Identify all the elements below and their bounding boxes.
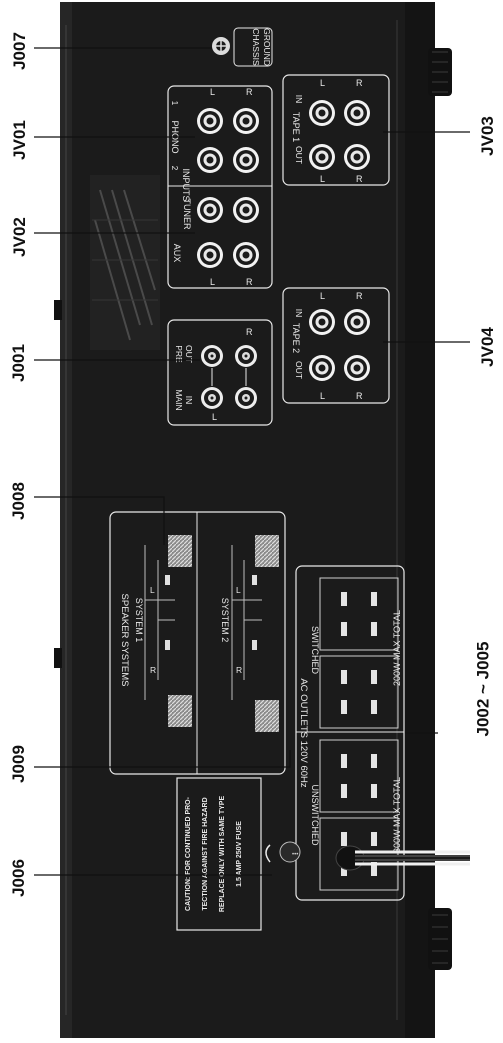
tape2-panel: [282, 287, 390, 404]
phono2-l-jack[interactable]: [197, 147, 223, 173]
svg-text:•••: •••: [292, 852, 298, 858]
system1-terminal-bottom[interactable]: [168, 695, 192, 727]
phono-1-label: 1: [170, 101, 179, 106]
tuner-r-jack[interactable]: [233, 197, 259, 223]
chassis-ground-label-2: GROUND: [262, 28, 272, 66]
tape2-out-label: OUT: [294, 361, 304, 379]
tape1-l-bottom: L: [320, 174, 325, 184]
tape1-r-top: R: [356, 78, 363, 88]
system2-l-label: L: [236, 585, 241, 595]
tape2-in-label: IN: [294, 309, 304, 318]
caution-line-1: CAUTION: FOR CONTINUED PRO-: [185, 796, 192, 911]
caution-line-2: TECTION AGAINST FIRE HAZARD: [202, 797, 209, 910]
ac-outlets-panel: [295, 565, 405, 901]
heat-sink-plate: [90, 175, 160, 350]
tape2-r-bottom: R: [356, 391, 363, 401]
inputs-l-bottom: L: [210, 277, 215, 287]
tuner-label: TUNER: [182, 199, 192, 230]
tape1-r-bottom: R: [356, 174, 363, 184]
system1-r-label: R: [150, 665, 156, 675]
fuse-holder[interactable]: •••: [265, 841, 301, 863]
switched-label: SWITCHED: [310, 626, 320, 674]
pre-out-l-jack[interactable]: [201, 345, 223, 367]
foot-bottom: [428, 908, 452, 970]
phono-2-label: 2: [170, 166, 179, 171]
main-in-label-1: MAIN: [174, 389, 184, 410]
tuner-l-jack[interactable]: [197, 197, 223, 223]
foot-left-top: [54, 300, 62, 320]
pre-out-label-1: PRE: [174, 345, 184, 363]
chassis-ground-label-1: CHASSIS: [251, 28, 261, 66]
ac-outlets-label: AC OUTLETS 120V 60Hz: [298, 678, 309, 788]
system2-r-label: R: [236, 665, 242, 675]
tape1-in-l-jack[interactable]: [309, 100, 335, 126]
main-in-label-2: IN: [184, 396, 194, 405]
inputs-panel: [167, 85, 273, 289]
system1-label: SYSTEM 1: [134, 598, 144, 643]
caution-line-4: 1.5 AMP 250V FUSE: [236, 821, 243, 887]
tape2-in-l-jack[interactable]: [309, 309, 335, 335]
pre-main-r: R: [246, 327, 253, 337]
caution-plate: [176, 777, 262, 931]
tape2-l-top: L: [320, 291, 325, 301]
pre-main-panel: [167, 319, 273, 426]
system2-terminal-top[interactable]: [255, 535, 279, 567]
speaker-terminal-clips: [165, 575, 257, 650]
inputs-label: INPUTS: [181, 168, 191, 201]
aux-l-jack[interactable]: [197, 242, 223, 268]
tape1-out-l-jack[interactable]: [309, 144, 335, 170]
system2-label: SYSTEM 2: [220, 598, 230, 643]
tape1-in-label: IN: [294, 95, 304, 104]
foot-top: [428, 48, 452, 96]
unswitched-label: UNSWITCHED: [310, 785, 320, 846]
system1-terminal-top[interactable]: [168, 535, 192, 567]
tape2-label: TAPE 2: [291, 323, 301, 353]
foot-left-bottom: [54, 648, 62, 668]
aux-label: AUX: [172, 244, 182, 263]
tape1-out-label: OUT: [294, 146, 304, 164]
tape1-label: TAPE 1: [291, 112, 301, 142]
phono1-l-jack[interactable]: [197, 108, 223, 134]
inputs-r-top: R: [246, 87, 253, 97]
tape1-in-r-jack[interactable]: [344, 100, 370, 126]
pre-main-l: L: [212, 412, 217, 422]
main-in-l-jack[interactable]: [201, 387, 223, 409]
tape2-out-r-jack[interactable]: [344, 355, 370, 381]
max-300-label: 300W MAX TOTAL: [392, 777, 402, 853]
system2-terminal-bottom[interactable]: [255, 700, 279, 732]
aux-r-jack[interactable]: [233, 242, 259, 268]
chassis-ground-terminal: [212, 27, 273, 67]
inputs-l-top: L: [210, 87, 215, 97]
caution-line-3: REPLACE ONLY WITH SAME TYPE: [219, 796, 226, 913]
max-200-label: 200W MAX TOTAL: [392, 610, 402, 686]
phono2-r-jack[interactable]: [233, 147, 259, 173]
inputs-r-bottom: R: [246, 277, 253, 287]
pre-out-label-2: OUT: [184, 345, 194, 363]
tape1-l-top: L: [320, 78, 325, 88]
tape2-in-r-jack[interactable]: [344, 309, 370, 335]
main-in-r-jack[interactable]: [235, 387, 257, 409]
system1-l-label: L: [150, 585, 155, 595]
leader-lines: [34, 47, 470, 876]
tape1-out-r-jack[interactable]: [344, 144, 370, 170]
speaker-systems-panel: [109, 511, 286, 775]
tape2-l-bottom: L: [320, 391, 325, 401]
phono1-r-jack[interactable]: [233, 108, 259, 134]
tape1-panel: [282, 74, 390, 186]
power-cord: [335, 845, 470, 871]
speaker-systems-label: SPEAKER SYSTEMS: [119, 594, 130, 687]
tape2-r-top: R: [356, 291, 363, 301]
pre-out-r-jack[interactable]: [235, 345, 257, 367]
tape2-out-l-jack[interactable]: [309, 355, 335, 381]
